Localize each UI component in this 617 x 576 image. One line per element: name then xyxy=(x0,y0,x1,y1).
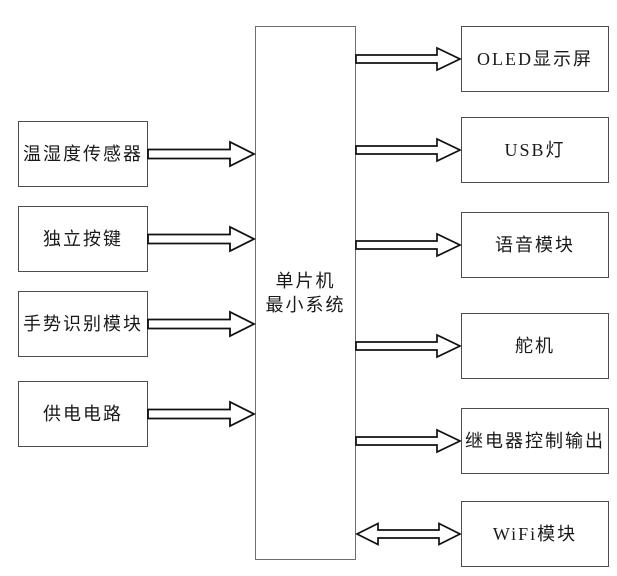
mcu-label-line1: 单片机 xyxy=(275,271,336,291)
arrow-mcu-to-usb-light-icon xyxy=(355,136,462,164)
gesture-recognition-box: 手势识别模块 xyxy=(18,291,148,357)
usb-light-box: USB灯 xyxy=(461,117,609,183)
arrow-mcu-to-relay-icon xyxy=(355,427,462,455)
arrow-mcu-to-oled-icon xyxy=(355,45,462,73)
power-supply-box: 供电电路 xyxy=(18,381,148,447)
arrow-gesture-to-mcu-icon xyxy=(147,310,256,338)
arrow-mcu-to-servo-icon xyxy=(355,332,462,360)
arrow-mcu-wifi-bidirectional-icon xyxy=(355,520,462,548)
arrow-keys-to-mcu-icon xyxy=(147,225,256,253)
independent-keys-box: 独立按键 xyxy=(18,206,148,272)
arrow-power-to-mcu-icon xyxy=(147,400,256,428)
arrow-mcu-to-voice-icon xyxy=(355,231,462,259)
mcu-minimum-system-box: 单片机 最小系统 xyxy=(255,26,356,560)
voice-module-box: 语音模块 xyxy=(461,212,609,278)
wifi-module-box: WiFi模块 xyxy=(461,501,609,567)
oled-display-box: OLED显示屏 xyxy=(461,26,609,92)
temp-humidity-sensor-box: 温湿度传感器 xyxy=(18,121,148,187)
servo-box: 舵机 xyxy=(461,313,609,379)
relay-control-output-box: 继电器控制输出 xyxy=(461,408,609,474)
arrow-temp-sensor-to-mcu-icon xyxy=(147,140,256,168)
mcu-label-line2: 最小系统 xyxy=(265,295,346,315)
